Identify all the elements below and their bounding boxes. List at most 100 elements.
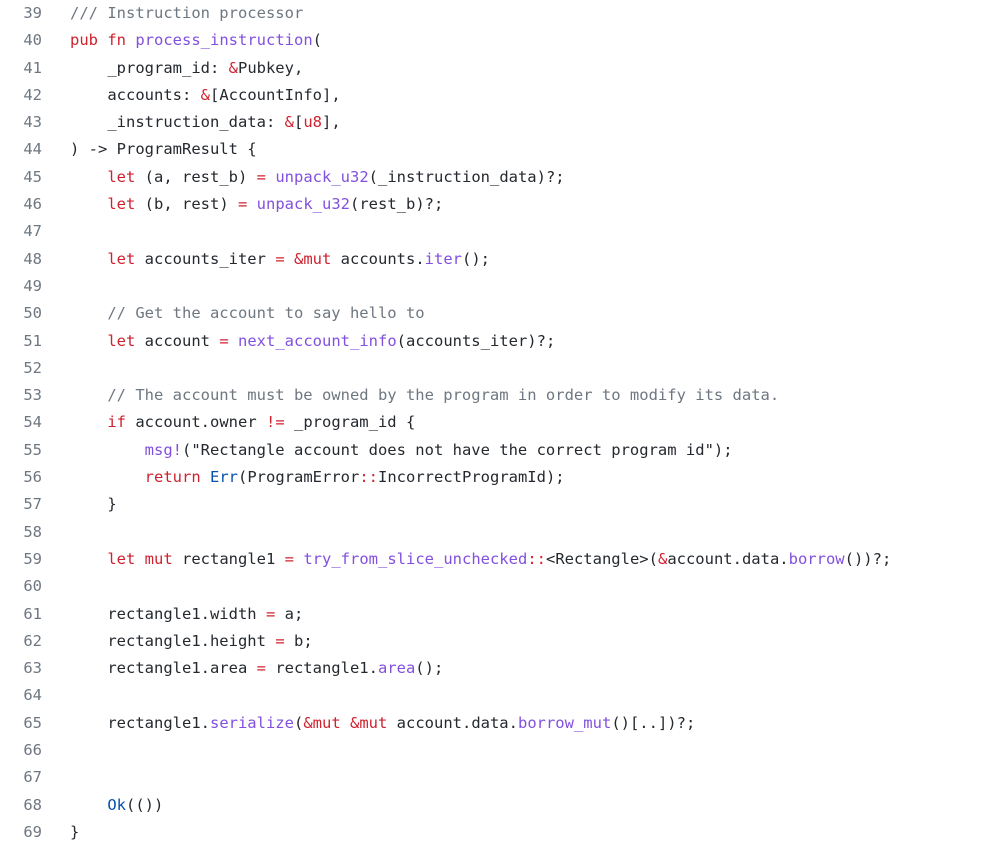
code-token — [70, 413, 107, 431]
code-line: 67 — [0, 764, 990, 791]
line-number[interactable]: 46 — [23, 195, 42, 214]
line-number[interactable]: 59 — [23, 549, 42, 568]
line-number[interactable]: 53 — [23, 386, 42, 405]
code-token — [294, 550, 303, 568]
code-token: IncorrectProgramId); — [378, 468, 565, 487]
line-number[interactable]: 45 — [23, 167, 42, 186]
line-code: let account = next_account_info(accounts… — [42, 328, 990, 355]
line-number[interactable]: 43 — [23, 113, 42, 132]
code-token: = — [237, 195, 248, 214]
code-token — [70, 550, 107, 568]
code-token: iter — [424, 249, 462, 268]
code-token: (accounts_iter)?; — [396, 331, 556, 350]
line-number[interactable]: 44 — [23, 140, 42, 159]
code-line: 55 msg!("Rectangle account does not have… — [0, 437, 990, 464]
line-code: /// Instruction processor — [42, 0, 990, 27]
line-number[interactable]: 66 — [23, 741, 42, 760]
code-token: pub — [70, 31, 98, 50]
line-number[interactable]: 67 — [23, 768, 42, 787]
line-number[interactable]: 56 — [23, 468, 42, 487]
line-number[interactable]: 61 — [23, 604, 42, 623]
code-token — [70, 796, 107, 814]
code-line: 68 Ok(()) — [0, 792, 990, 819]
line-number[interactable]: 40 — [23, 31, 42, 50]
line-code: _program_id: &Pubkey, — [42, 55, 990, 82]
code-token: = — [256, 659, 266, 678]
line-number[interactable]: 64 — [23, 686, 42, 705]
code-token: accounts_iter — [135, 249, 276, 268]
code-line: 66 — [0, 737, 990, 764]
line-number[interactable]: 68 — [23, 795, 42, 814]
code-token: <Rectangle>( — [545, 549, 658, 568]
line-number[interactable]: 50 — [23, 304, 42, 323]
code-token: (()) — [126, 795, 164, 814]
code-token: _program_id { — [284, 413, 416, 432]
code-token: rectangle1 — [172, 549, 285, 568]
line-code: msg!("Rectangle account does not have th… — [42, 437, 990, 464]
code-token: borrow_mut — [517, 713, 612, 732]
line-code: rectangle1.serialize(&mut &mut account.d… — [42, 710, 990, 737]
code-line: 69} — [0, 819, 990, 846]
code-token: (rest_b)?; — [350, 195, 444, 214]
line-code: return Err(ProgramError::IncorrectProgra… — [42, 464, 990, 491]
line-number[interactable]: 60 — [23, 577, 42, 596]
line-number[interactable]: 52 — [23, 358, 42, 377]
line-number[interactable]: 41 — [23, 58, 42, 77]
code-token: rectangle1.area — [70, 659, 257, 678]
code-token: account.owner — [126, 413, 266, 432]
line-number[interactable]: 48 — [23, 249, 42, 268]
code-token: } — [70, 822, 80, 841]
code-token — [135, 550, 144, 568]
code-token — [70, 441, 145, 459]
code-token: let — [107, 249, 136, 268]
line-number[interactable]: 58 — [23, 522, 42, 541]
code-token: ) -> ProgramResult { — [70, 140, 257, 159]
code-token: let — [107, 549, 136, 568]
code-token: account.data. — [667, 549, 789, 568]
code-token: let — [107, 331, 136, 350]
code-line: 64 — [0, 682, 990, 709]
code-token: rectangle1.width — [70, 604, 266, 623]
code-line: 59 let mut rectangle1 = try_from_slice_u… — [0, 546, 990, 573]
code-token: serialize — [209, 713, 294, 732]
code-token: & — [200, 85, 210, 104]
line-number[interactable]: 62 — [23, 631, 42, 650]
code-token — [285, 250, 294, 268]
code-token: next_account_info — [238, 331, 397, 350]
line-number[interactable]: 69 — [23, 822, 42, 841]
code-token: = — [219, 331, 229, 350]
code-token: (ProgramError — [238, 468, 360, 487]
code-token: mut — [144, 549, 173, 568]
code-token: (); — [415, 659, 444, 678]
code-token: return — [144, 468, 201, 487]
code-line: 62 rectangle1.height = b; — [0, 628, 990, 655]
line-number[interactable]: 49 — [23, 276, 42, 295]
code-token — [126, 31, 135, 49]
code-token: (); — [461, 249, 490, 268]
code-line: 60 — [0, 573, 990, 600]
code-token: ], — [322, 113, 341, 132]
code-token: ())?; — [844, 549, 892, 568]
code-token: msg! — [144, 440, 182, 459]
line-number[interactable]: 51 — [23, 331, 42, 350]
code-token — [341, 714, 350, 732]
line-number[interactable]: 54 — [23, 413, 42, 432]
line-code: ) -> ProgramResult { — [42, 136, 990, 163]
line-number[interactable]: 55 — [23, 440, 42, 459]
code-token: (b, rest) — [135, 195, 238, 214]
code-token — [98, 31, 107, 49]
code-token — [229, 332, 238, 350]
line-number[interactable]: 63 — [23, 659, 42, 678]
line-code: rectangle1.width = a; — [42, 601, 990, 628]
line-number[interactable]: 42 — [23, 85, 42, 104]
code-token — [70, 195, 107, 213]
code-token: & — [657, 549, 668, 568]
line-number[interactable]: 39 — [23, 4, 42, 22]
line-number[interactable]: 57 — [23, 495, 42, 514]
code-token: accounts: — [70, 85, 201, 104]
line-number[interactable]: 65 — [23, 713, 42, 732]
code-line: 39/// Instruction processor — [0, 0, 990, 27]
code-line: 54 if account.owner != _program_id { — [0, 409, 990, 436]
code-token: ( — [293, 713, 304, 732]
line-number[interactable]: 47 — [23, 222, 42, 241]
